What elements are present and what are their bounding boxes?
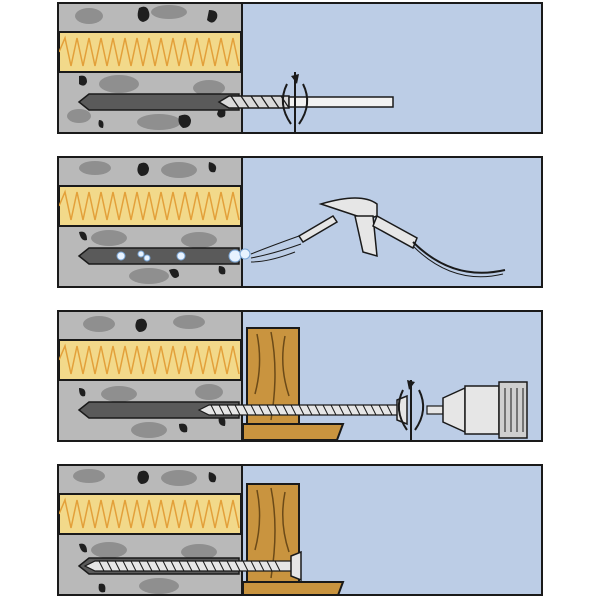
drill-bit-icon bbox=[217, 95, 394, 109]
wood-batten-icon bbox=[242, 327, 345, 440]
insulation-layer-icon bbox=[59, 493, 242, 535]
insulation-layer-icon bbox=[59, 339, 242, 381]
screw-icon bbox=[83, 550, 302, 582]
air-blow-gun-icon bbox=[297, 197, 506, 278]
step-installed bbox=[57, 464, 543, 596]
rotation-arrow-icon bbox=[397, 380, 425, 440]
insulation-layer-icon bbox=[59, 31, 242, 73]
step-blow-out-hole bbox=[57, 156, 543, 288]
wood-batten-icon bbox=[242, 483, 345, 594]
dust-particles-icon bbox=[116, 248, 251, 263]
drill-chuck-icon bbox=[426, 381, 528, 439]
insulation-layer-icon bbox=[59, 185, 242, 227]
step-drive-screw bbox=[57, 310, 543, 442]
step-drill-hole bbox=[57, 2, 543, 134]
rotation-arrow-icon bbox=[281, 72, 309, 132]
